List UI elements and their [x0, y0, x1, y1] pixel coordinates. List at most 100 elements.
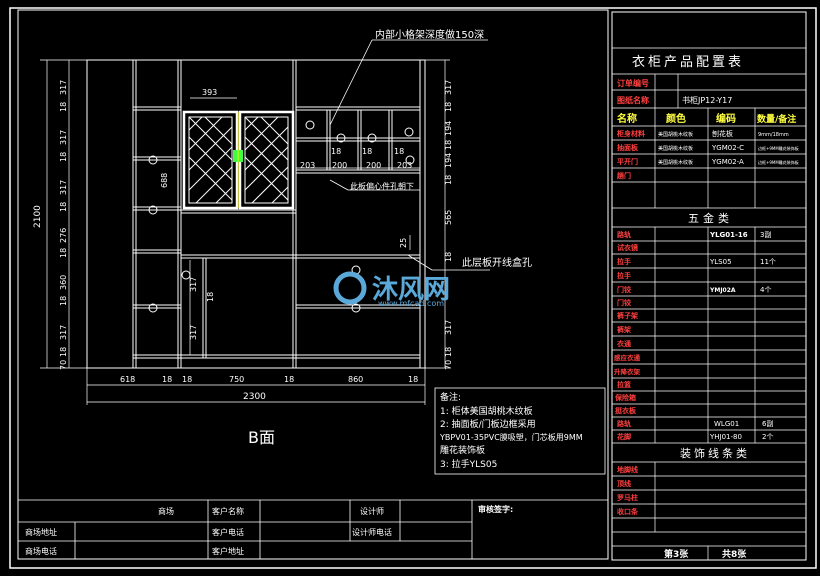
svg-text:客户地址: 客户地址 — [212, 546, 244, 556]
svg-text:18: 18 — [59, 152, 68, 162]
trim-title: 装饰线条类 — [680, 446, 750, 460]
svg-text:200: 200 — [366, 161, 381, 170]
svg-text:18: 18 — [362, 147, 372, 156]
bottom-dimensions: 618 18 18 750 18 860 18 — [120, 375, 418, 384]
svg-text:2: 抽面板/门板边框采用: 2: 抽面板/门板边框采用 — [440, 418, 536, 430]
svg-text:18: 18 — [284, 375, 294, 384]
svg-text:18: 18 — [59, 347, 68, 357]
svg-text:审核签字:: 审核签字: — [478, 504, 513, 514]
spec-headers: 名称 颜色 编码 数量/备注 — [617, 112, 796, 125]
total-label: 共8张 — [722, 548, 747, 560]
svg-text:试衣镜: 试衣镜 — [617, 243, 638, 252]
svg-text:6副: 6副 — [762, 419, 773, 428]
svg-text:YGM02-A: YGM02-A — [711, 158, 744, 166]
notes-box — [434, 387, 606, 475]
svg-text:拉篮: 拉篮 — [617, 380, 631, 389]
overall-width: 2300 — [243, 392, 266, 402]
svg-text:688: 688 — [160, 173, 169, 188]
svg-text:317: 317 — [189, 277, 198, 292]
hardware-rows: 路轨 YLG01-16 3副 试衣镜 拉手 YLS05 11个 拉手 门铰 YM… — [614, 230, 776, 441]
title-block-grid — [612, 47, 806, 560]
svg-text:18: 18 — [59, 296, 68, 306]
svg-text:18: 18 — [444, 252, 453, 262]
note-depth: 内部小格架深度做150深 — [375, 28, 484, 41]
svg-text:编码: 编码 — [716, 112, 736, 125]
svg-text:收口条: 收口条 — [617, 507, 639, 516]
spec-rows: 柜身材料 美国胡桃木纹板 刨花板 9mm/18mm 抽面板 美国胡桃木纹板 YG… — [616, 129, 799, 180]
svg-text:18: 18 — [182, 375, 192, 384]
watermark-name: 沐风网 — [372, 275, 450, 305]
dimension-lines — [40, 59, 450, 405]
svg-text:18: 18 — [444, 347, 453, 357]
svg-text:200: 200 — [332, 161, 347, 170]
svg-text:感应衣通: 感应衣通 — [614, 353, 641, 362]
svg-text:数量/备注: 数量/备注 — [757, 113, 796, 125]
svg-text:商场电话: 商场电话 — [25, 546, 57, 556]
svg-text:565: 565 — [444, 210, 453, 225]
svg-text:边框+9MM雕花装饰板: 边框+9MM雕花装饰板 — [758, 145, 799, 151]
svg-text:客户名称: 客户名称 — [212, 506, 244, 516]
svg-text:抽面板: 抽面板 — [617, 143, 639, 152]
svg-text:203: 203 — [300, 161, 315, 170]
svg-text:70: 70 — [59, 360, 68, 370]
svg-text:18: 18 — [59, 102, 68, 112]
svg-text:18: 18 — [444, 102, 453, 112]
svg-text:颜色: 颜色 — [666, 112, 686, 125]
svg-text:618: 618 — [120, 375, 135, 384]
watermark-url: www.mfcad.com — [378, 299, 444, 308]
overall-height: 2100 — [33, 205, 43, 228]
bottom-info-grid — [18, 499, 608, 559]
svg-text:18: 18 — [59, 202, 68, 212]
svg-text:升降衣架: 升降衣架 — [614, 367, 641, 376]
notes: 备注: 1: 柜体美国胡桃木纹板 2: 抽面板/门板边框采用 YBPV01-35… — [439, 391, 583, 470]
svg-text:拉手: 拉手 — [617, 271, 631, 280]
svg-text:商场地址: 商场地址 — [25, 527, 57, 537]
watermark: 沐风网 www.mfcad.com — [333, 271, 450, 308]
svg-text:YLG01-16: YLG01-16 — [709, 231, 748, 239]
svg-text:裤子架: 裤子架 — [616, 311, 638, 320]
svg-text:刨花板: 刨花板 — [712, 129, 733, 138]
order-label: 订单编号 — [617, 78, 649, 88]
svg-text:顶线: 顶线 — [617, 479, 631, 488]
svg-text:边框+9MM雕花装饰板: 边框+9MM雕花装饰板 — [758, 159, 799, 165]
svg-text:柜身材料: 柜身材料 — [616, 129, 645, 138]
svg-text:衣通: 衣通 — [617, 339, 632, 348]
svg-text:25: 25 — [399, 238, 408, 248]
svg-text:客户电话: 客户电话 — [212, 527, 244, 537]
svg-text:YBPV01-35PVC膜吸塑，门芯板用9MM: YBPV01-35PVC膜吸塑，门芯板用9MM — [439, 432, 583, 442]
svg-text:360: 360 — [59, 275, 68, 290]
svg-text:317: 317 — [444, 320, 453, 335]
svg-text:门铰: 门铰 — [617, 298, 632, 307]
svg-text:317: 317 — [59, 80, 68, 95]
svg-text:276: 276 — [59, 228, 68, 243]
svg-text:203: 203 — [397, 161, 412, 170]
svg-text:挺衣板: 挺衣板 — [615, 406, 637, 415]
svg-text:750: 750 — [229, 375, 244, 384]
svg-text:设计师: 设计师 — [360, 506, 384, 516]
svg-text:路轨: 路轨 — [617, 419, 631, 428]
svg-text:名称: 名称 — [617, 112, 637, 125]
svg-text:3: 拉手YLS05: 3: 拉手YLS05 — [440, 458, 497, 470]
svg-text:18: 18 — [444, 175, 453, 185]
svg-text:美国胡桃木纹板: 美国胡桃木纹板 — [658, 131, 693, 138]
right-dimensions: 317 18 194 18 194 18 565 18 317 18 70 — [444, 80, 453, 370]
leaders — [329, 39, 490, 271]
svg-text:317: 317 — [59, 130, 68, 145]
drawing-frame — [17, 9, 609, 560]
svg-text:3副: 3副 — [760, 230, 771, 239]
svg-text:18: 18 — [394, 147, 404, 156]
svg-text:门铰: 门铰 — [617, 285, 632, 294]
svg-text:1: 柜体美国胡桃木纹板: 1: 柜体美国胡桃木纹板 — [440, 405, 533, 417]
svg-text:18: 18 — [59, 248, 68, 258]
bottom-info-labels: 商场 商场地址 商场电话 客户名称 客户电话 客户地址 设计师 设计师电话 审核… — [25, 504, 513, 556]
svg-text:9mm/18mm: 9mm/18mm — [758, 132, 789, 138]
svg-text:18: 18 — [162, 375, 172, 384]
svg-text:18: 18 — [408, 375, 418, 384]
svg-text:317: 317 — [59, 180, 68, 195]
svg-text:18: 18 — [444, 140, 453, 150]
svg-text:美国胡桃木纹板: 美国胡桃木纹板 — [658, 159, 693, 166]
svg-text:194: 194 — [444, 153, 453, 168]
svg-text:317: 317 — [189, 325, 198, 340]
title-block-title: 衣柜产品配置表 — [632, 54, 744, 70]
